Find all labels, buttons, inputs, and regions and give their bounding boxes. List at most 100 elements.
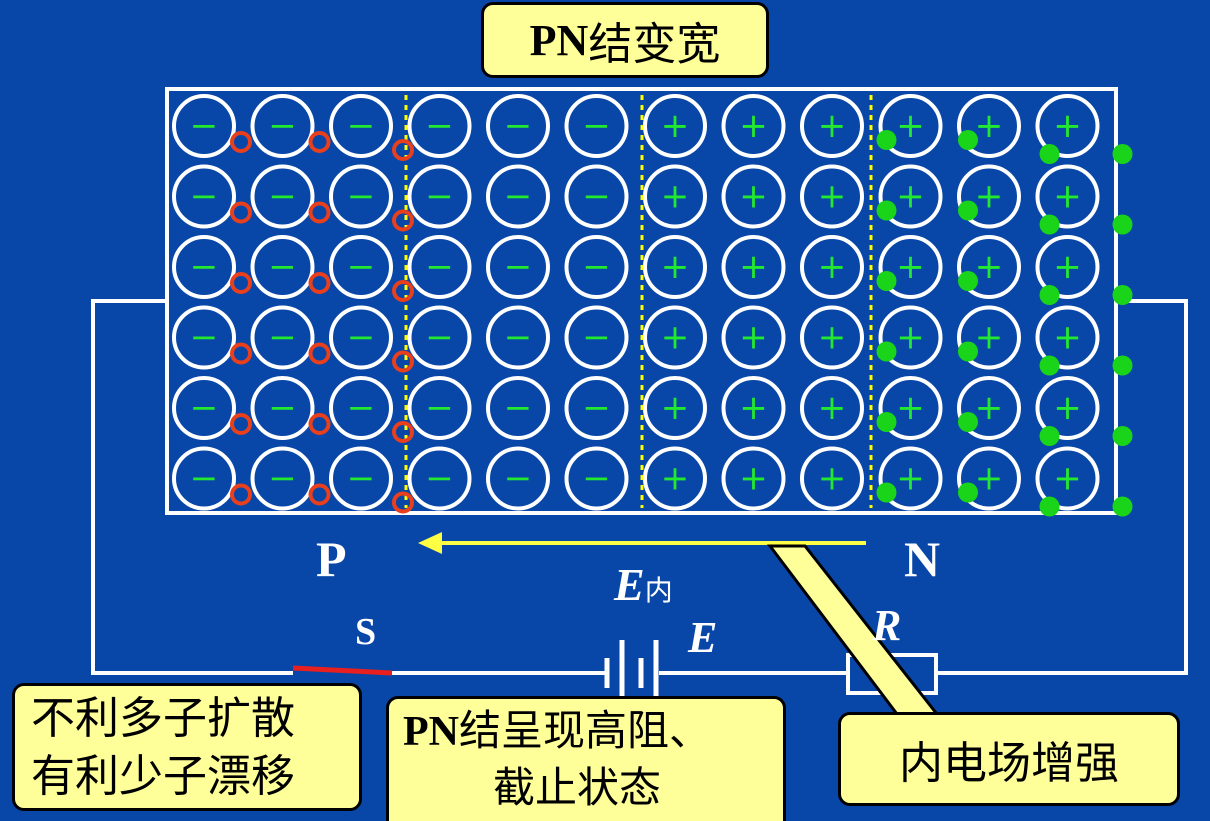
negative-ion <box>172 164 236 229</box>
title-latin: PN <box>529 15 589 65</box>
minus-sign: − <box>504 459 533 499</box>
minus-sign: − <box>190 388 219 428</box>
minus-sign: − <box>347 106 376 146</box>
positive-ion <box>800 305 864 370</box>
ion-lattice: −−−−−−++++++−−−−−−++++++−−−−−−++++++−−−−… <box>172 94 1100 511</box>
negative-ion <box>407 164 472 229</box>
minus-sign: − <box>268 318 297 358</box>
minus-sign: − <box>347 388 376 428</box>
plus-sign: + <box>896 459 925 499</box>
negative-ion <box>250 376 315 440</box>
negative-ion <box>564 446 629 511</box>
positive-ion <box>721 235 786 299</box>
hole <box>230 342 252 365</box>
plus-sign: + <box>896 388 925 428</box>
positive-ion <box>1035 94 1100 158</box>
plus-sign: + <box>1053 459 1082 499</box>
minus-sign: − <box>425 318 454 358</box>
electron <box>958 482 978 503</box>
battery-label: E <box>688 613 718 662</box>
hole <box>230 413 252 435</box>
positive-ion <box>1035 376 1100 440</box>
plus-sign: + <box>739 177 768 217</box>
positive-ion <box>721 164 786 229</box>
plus-sign: + <box>975 247 1004 287</box>
positive-ion <box>721 305 786 370</box>
negative-ion <box>564 235 629 299</box>
note-right-text: 内电场增强 <box>899 738 1119 789</box>
note-left-line2: 有利少子漂移 <box>31 751 295 802</box>
minus-sign: − <box>582 318 611 358</box>
electron <box>876 412 897 432</box>
minus-sign: − <box>347 459 376 499</box>
negative-ion <box>172 94 236 158</box>
note-center-latin: PN <box>403 709 459 755</box>
minus-sign: − <box>504 388 533 428</box>
minus-sign: − <box>425 247 454 287</box>
plus-sign: + <box>661 106 690 146</box>
plus-sign: + <box>739 106 768 146</box>
plus-sign: + <box>661 247 690 287</box>
negative-ion <box>564 164 629 229</box>
positive-ion <box>957 446 1021 511</box>
electron <box>876 271 897 291</box>
minus-sign: − <box>504 177 533 217</box>
electron <box>958 200 978 221</box>
hole <box>392 209 414 232</box>
negative-ion <box>407 235 472 299</box>
plus-sign: + <box>896 318 925 358</box>
hole <box>392 280 414 302</box>
minus-sign: − <box>190 106 219 146</box>
hole <box>230 272 252 294</box>
minus-sign: − <box>347 318 376 358</box>
plus-sign: + <box>661 318 690 358</box>
electron <box>1039 285 1060 305</box>
plus-sign: + <box>661 388 690 428</box>
circuit-wire-right <box>936 299 1188 675</box>
plus-sign: + <box>1053 318 1082 358</box>
negative-ion <box>564 94 629 158</box>
minus-sign: − <box>268 247 297 287</box>
circuit-wire-left <box>91 299 293 675</box>
note-center-cjk: 结呈现高阻、 <box>459 706 712 755</box>
positive-ion <box>643 164 707 229</box>
minus-sign: − <box>504 106 533 146</box>
negative-ion <box>486 94 550 158</box>
carrier-layer <box>230 130 1133 517</box>
positive-ion <box>957 305 1021 370</box>
electron <box>958 341 978 362</box>
plus-sign: + <box>739 247 768 287</box>
hole <box>392 350 414 373</box>
positive-ion <box>1035 305 1100 370</box>
plus-sign: + <box>896 177 925 217</box>
positive-ion <box>800 164 864 229</box>
electron <box>1039 496 1060 517</box>
electron <box>876 482 897 503</box>
hole <box>392 421 414 443</box>
note-right: 内电场增强 <box>838 712 1180 806</box>
minus-sign: − <box>504 247 533 287</box>
positive-ion <box>643 94 707 158</box>
negative-ion <box>486 446 550 511</box>
minus-sign: − <box>582 106 611 146</box>
electron <box>1112 426 1133 446</box>
positive-ion <box>878 164 943 229</box>
electron <box>958 412 978 432</box>
p-region-label: P <box>316 531 347 587</box>
positive-ion <box>878 94 943 158</box>
switch-blade[interactable] <box>292 665 393 676</box>
plus-sign: + <box>896 106 925 146</box>
negative-ion <box>250 235 315 299</box>
plus-sign: + <box>975 177 1004 217</box>
minus-sign: − <box>190 318 219 358</box>
hole <box>230 131 252 153</box>
note-left: 不利多子扩散 有利少子漂移 <box>12 683 362 811</box>
resistor-label: R <box>872 601 902 650</box>
plus-sign: + <box>975 106 1004 146</box>
negative-ion <box>329 164 393 229</box>
plus-sign: + <box>1053 177 1082 217</box>
positive-ion <box>957 164 1021 229</box>
electron <box>876 130 897 150</box>
positive-ion <box>800 376 864 440</box>
